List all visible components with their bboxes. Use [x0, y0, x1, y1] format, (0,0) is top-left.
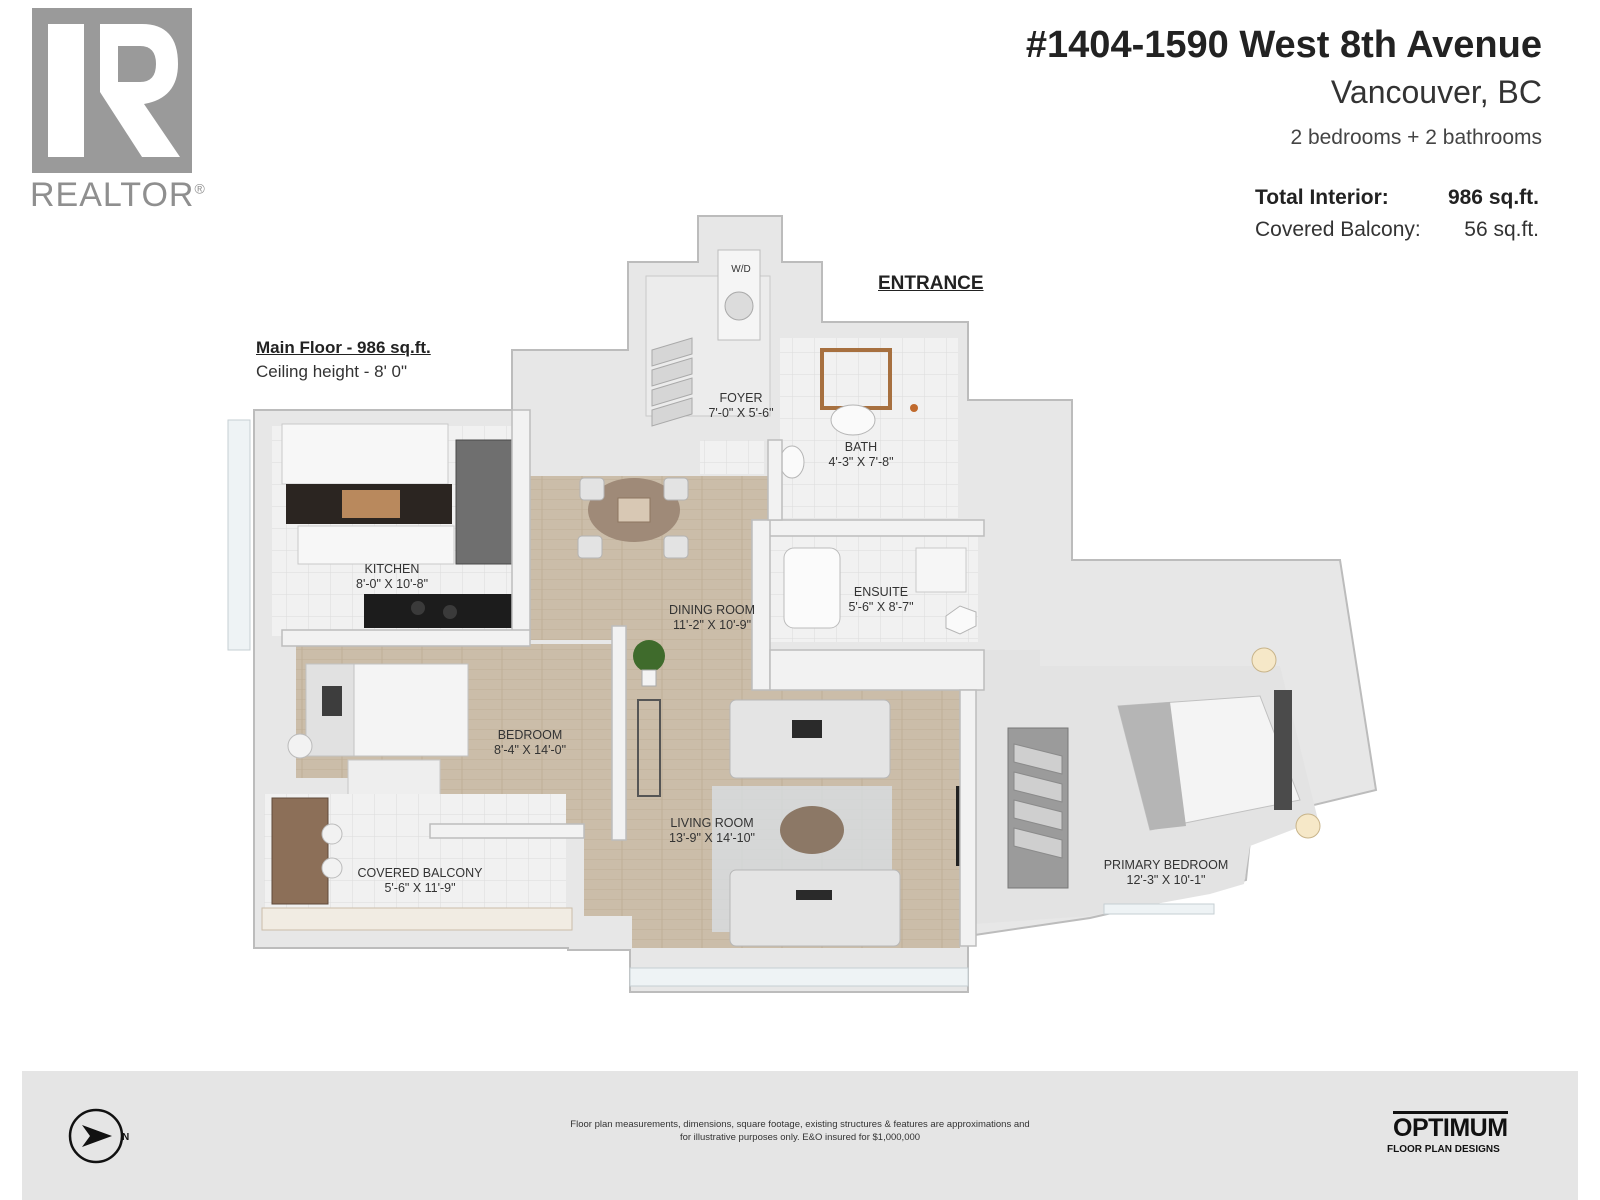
- room-dimensions: 13'-9" X 14'-10": [669, 831, 755, 845]
- room-name: LIVING ROOM: [670, 816, 754, 830]
- room-name: COVERED BALCONY: [357, 866, 483, 880]
- room-dimensions: 4'-3" X 7'-8": [828, 455, 894, 469]
- brand-name: OPTIMUM: [1393, 1111, 1508, 1142]
- ceiling-height: Ceiling height - 8' 0": [256, 362, 408, 381]
- room-dimensions: 5'-6" X 11'-9": [384, 881, 456, 895]
- room-label-kitchen: KITCHEN 8'-0" X 10'-8": [356, 562, 428, 592]
- floor-title: Main Floor - 986 sq.ft.: [256, 338, 431, 357]
- property-address: #1404-1590 West 8th Avenue: [1025, 24, 1542, 66]
- total-interior-value: 986 sq.ft.: [1447, 186, 1539, 209]
- realtor-r-icon: [32, 8, 192, 173]
- room-dimensions: 7'-0" X 5'-6": [708, 406, 774, 420]
- room-dimensions: 12'-3" X 10'-1": [1126, 873, 1206, 887]
- compass-icon: N: [68, 1108, 129, 1164]
- disclaimer-line: for illustrative purposes only. E&O insu…: [679, 1132, 921, 1143]
- room-dimensions: 5'-6" X 8'-7": [848, 600, 914, 614]
- primary-bedroom-area: [956, 647, 1321, 924]
- total-interior-label: Total Interior:: [1255, 186, 1389, 209]
- foyer-area: [645, 249, 771, 474]
- room-dimensions: 8'-4" X 14'-0": [493, 743, 567, 757]
- footer-bar: N Floor plan measurements, dimensions, s…: [22, 1071, 1578, 1200]
- disclaimer-line: Floor plan measurements, dimensions, squ…: [570, 1119, 1030, 1130]
- room-label-dining-room: DINING ROOM 11'-2" X 10'-9": [669, 603, 755, 633]
- covered-balcony-label: Covered Balcony:: [1255, 218, 1421, 241]
- covered-balcony-area: [261, 794, 573, 931]
- room-name: KITCHEN: [364, 562, 420, 576]
- windows: [227, 419, 1215, 987]
- covered-balcony-value: 56 sq.ft.: [1464, 218, 1539, 241]
- room-name: BATH: [844, 440, 878, 454]
- optimum-logo: OPTIMUM FLOOR PLAN DESIGNS: [1385, 1111, 1535, 1161]
- room-label-living-room: LIVING ROOM 13'-9" X 14'-10": [669, 816, 755, 846]
- room-label-ensuite: ENSUITE 5'-6" X 8'-7": [848, 585, 913, 615]
- disclaimer: Floor plan measurements, dimensions, squ…: [22, 1118, 1578, 1144]
- entrance-label: ENTRANCE: [878, 273, 984, 294]
- room-name: FOYER: [719, 391, 763, 405]
- room-dimensions: 11'-2" X 10'-9": [672, 618, 752, 632]
- room-name: ENSUITE: [853, 585, 909, 599]
- room-label-bedroom: BEDROOM 8'-4" X 14'-0": [494, 728, 566, 758]
- room-label-bath: BATH 4'-3" X 7'-8": [828, 440, 893, 470]
- room-name: PRIMARY BEDROOM: [1103, 858, 1229, 872]
- ensuite-area: [770, 536, 978, 642]
- floor-plan: [227, 215, 1378, 993]
- room-name: BEDROOM: [497, 728, 563, 742]
- room-name: DINING ROOM: [668, 603, 756, 617]
- kitchen-area: [272, 423, 524, 636]
- room-dimensions: 8'-0" X 10'-8": [355, 577, 429, 591]
- room-label-foyer: FOYER 7'-0" X 5'-6": [708, 391, 773, 421]
- compass-north-letter: N: [122, 1132, 129, 1143]
- interior-walls: [281, 409, 985, 947]
- bed-bath-count: 2 bedrooms + 2 bathrooms: [1290, 126, 1542, 149]
- room-label-primary-bedroom: PRIMARY BEDROOM 12'-3" X 10'-1": [1104, 858, 1229, 888]
- main-living-floor: [530, 476, 960, 948]
- brand-tagline: FLOOR PLAN DESIGNS: [1387, 1144, 1500, 1155]
- property-city: Vancouver, BC: [1330, 74, 1542, 110]
- realtor-wordmark: REALTOR®: [30, 176, 206, 214]
- bath-area: [779, 338, 958, 518]
- room-label-covered-balcony: COVERED BALCONY 5'-6" X 11'-9": [357, 866, 482, 896]
- room-label-wd: W/D: [731, 264, 751, 275]
